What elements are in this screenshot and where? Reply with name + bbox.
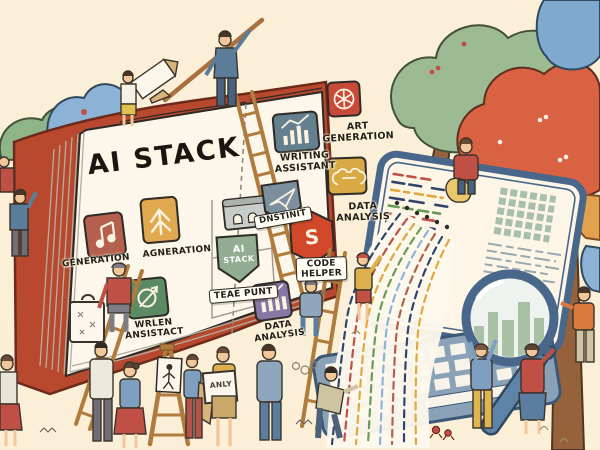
person-kid-pencil	[120, 58, 179, 126]
tree-blue-corner	[535, 0, 600, 71]
person-briefcase	[69, 262, 132, 343]
label-data-analysis-yellow: DATA ANALYSIS	[336, 200, 391, 224]
tile-code-helper: S	[289, 209, 335, 265]
foliage-blue-edge	[580, 244, 600, 294]
person-keyboard-lean	[315, 366, 359, 439]
person-bun-woman	[113, 361, 147, 448]
magnifier	[461, 269, 559, 436]
tile-data-analysis-yellow	[326, 156, 368, 196]
tile-writing-assistant	[271, 110, 321, 154]
person-magnifier-holder-2	[518, 343, 556, 434]
person-man-white-shirt	[89, 341, 114, 442]
chart-bars-icon	[281, 114, 310, 146]
data-stream	[330, 212, 451, 446]
stream-dots	[394, 200, 450, 230]
poster	[155, 356, 183, 394]
person-magnifier-holder-1	[468, 339, 498, 429]
person-woman-left-edge	[0, 354, 23, 446]
stepladder	[147, 343, 191, 447]
person-climber-book	[0, 156, 38, 257]
person-blue-man	[256, 343, 283, 441]
tile-art-generation	[326, 80, 362, 118]
globe-arrow-icon	[137, 285, 158, 308]
arrow-up-icon	[149, 208, 172, 236]
color-wheel-icon	[333, 88, 355, 110]
label-art-generation: ART GENERATION	[322, 120, 395, 145]
magnifier-bars	[474, 302, 544, 357]
person-stream-toucher	[354, 252, 383, 320]
shield-icon	[215, 233, 260, 284]
code-helper-glyph: S	[304, 225, 320, 250]
person-monitor-top	[445, 137, 479, 203]
tile-music-generation	[83, 211, 127, 259]
person-painter	[149, 17, 265, 107]
tile-upgrade-generation	[139, 195, 181, 245]
person-box-woman	[201, 346, 239, 446]
controller-icon	[331, 167, 367, 186]
doodle-red-creatures	[429, 425, 455, 441]
ground-doodles	[39, 290, 569, 443]
screen-grid	[493, 187, 557, 243]
music-notes-icon	[95, 220, 116, 248]
magnifier-highlight	[475, 279, 505, 301]
label-code-helper: CODE HELPER	[295, 256, 348, 283]
tree-red-flowers	[497, 114, 569, 163]
tile-ai-stack-badge	[215, 233, 260, 284]
person-tree-lean	[560, 286, 595, 363]
